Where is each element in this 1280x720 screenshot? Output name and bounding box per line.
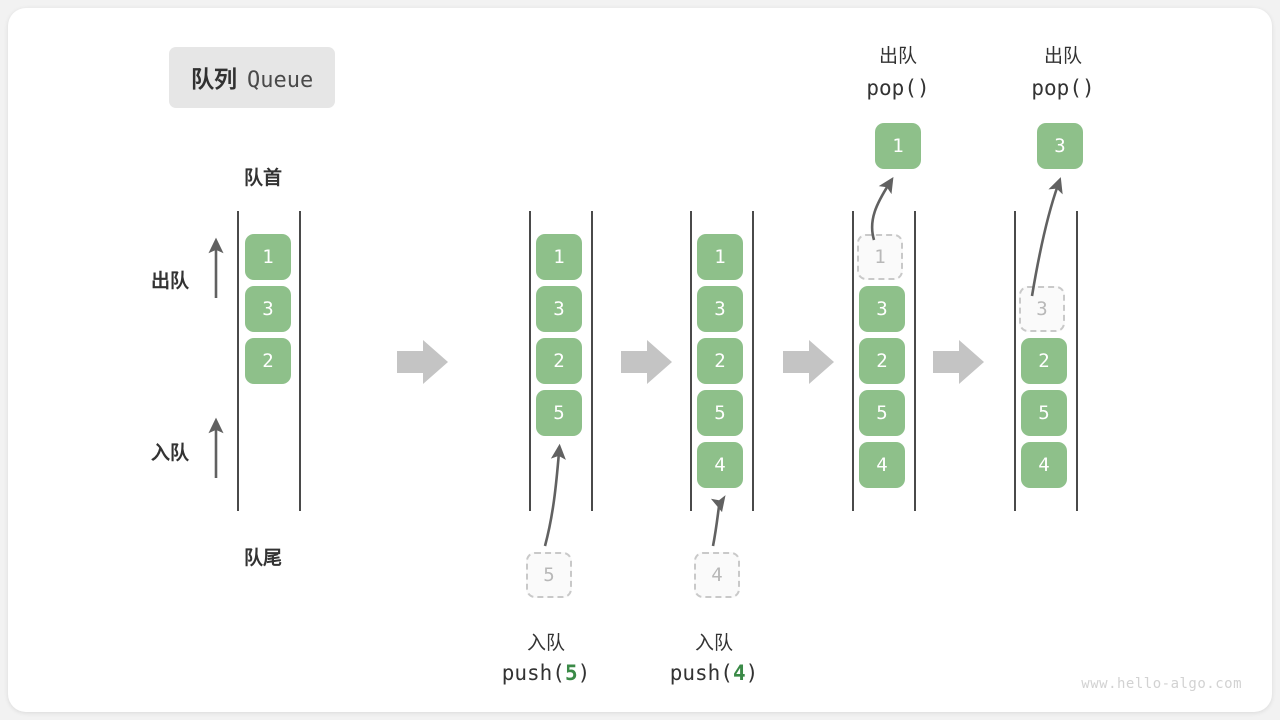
col3-element-2: 2	[697, 338, 743, 384]
col4-popped-element: 1	[875, 123, 921, 169]
enqueue-direction-label: 入队	[151, 443, 190, 464]
col4-element-3: 4	[859, 442, 905, 488]
col5-rail-right	[1076, 211, 1078, 511]
arrow-overlay	[208, 176, 1063, 547]
col4-rail-left	[852, 211, 854, 511]
step-arrow-4	[933, 340, 984, 384]
step-arrow-1	[397, 340, 448, 384]
col4-ghost-element: 1	[857, 234, 903, 280]
col3-element-1: 3	[697, 286, 743, 332]
col1-rail-left	[237, 211, 239, 511]
step-arrow-3	[783, 340, 834, 384]
col3-ghost-element: 4	[694, 552, 740, 598]
col2-code-prefix: push(	[501, 661, 565, 685]
pop-1-arrow	[870, 176, 894, 241]
col3-rail-right	[752, 211, 754, 511]
col5-header-code: pop()	[1031, 76, 1095, 100]
col5-element-2: 4	[1021, 442, 1067, 488]
col2-element-1: 3	[536, 286, 582, 332]
col5-popped-element: 3	[1037, 123, 1083, 169]
col2-ghost-element: 5	[526, 552, 572, 598]
col2-code-number: 5	[564, 661, 578, 685]
col3-code-number: 4	[732, 661, 746, 685]
col2-element-2: 2	[536, 338, 582, 384]
col5-ghost-element: 3	[1019, 286, 1065, 332]
col3-rail-left	[690, 211, 692, 511]
title-cn: 队列	[191, 66, 237, 92]
diagram-card: 队列 Queue 队首 队尾 出队 入队 1 3 2 1 3 2 5 5 入队 …	[8, 8, 1272, 712]
col2-rail-right	[591, 211, 593, 511]
col5-element-1: 5	[1021, 390, 1067, 436]
queue-head-label: 队首	[244, 168, 283, 189]
col4-header-code: pop()	[866, 76, 930, 100]
col5-rail-left	[1014, 211, 1016, 511]
watermark: www.hello-algo.com	[1081, 676, 1242, 692]
col2-element-3: 5	[536, 390, 582, 436]
queue-tail-label: 队尾	[244, 548, 283, 569]
diagram-stage: 队列 Queue 队首 队尾 出队 入队 1 3 2 1 3 2 5 5 入队 …	[8, 8, 1272, 712]
col4-header-cn: 出队	[878, 46, 917, 67]
col2-rail-left	[529, 211, 531, 511]
col2-caption-code: push(5)	[466, 661, 626, 685]
col1-rail-right	[299, 211, 301, 511]
col2-caption-cn: 入队	[526, 633, 565, 654]
col1-element-0: 1	[245, 234, 291, 280]
step-arrow-2	[621, 340, 672, 384]
col3-element-0: 1	[697, 234, 743, 280]
col5-element-0: 2	[1021, 338, 1067, 384]
col2-element-0: 1	[536, 234, 582, 280]
col4-element-1: 2	[859, 338, 905, 384]
col2-code-suffix: )	[577, 661, 591, 685]
col1-element-1: 3	[245, 286, 291, 332]
col3-caption-cn: 入队	[694, 633, 733, 654]
col3-code-prefix: push(	[669, 661, 733, 685]
col1-element-2: 2	[245, 338, 291, 384]
col3-element-4: 4	[697, 442, 743, 488]
col3-element-3: 5	[697, 390, 743, 436]
col4-element-2: 5	[859, 390, 905, 436]
push-5-arrow	[543, 443, 566, 547]
push-4-arrow	[710, 495, 726, 547]
pop-3-arrow	[1030, 177, 1063, 297]
dequeue-direction-label: 出队	[151, 271, 190, 292]
col4-element-0: 3	[859, 286, 905, 332]
col5-header-cn: 出队	[1043, 46, 1082, 67]
diagram-title: 队列 Queue	[169, 47, 336, 108]
col3-caption-code: push(4)	[634, 661, 794, 685]
col3-code-suffix: )	[745, 661, 759, 685]
col4-rail-right	[914, 211, 916, 511]
title-en: Queue	[247, 68, 314, 93]
